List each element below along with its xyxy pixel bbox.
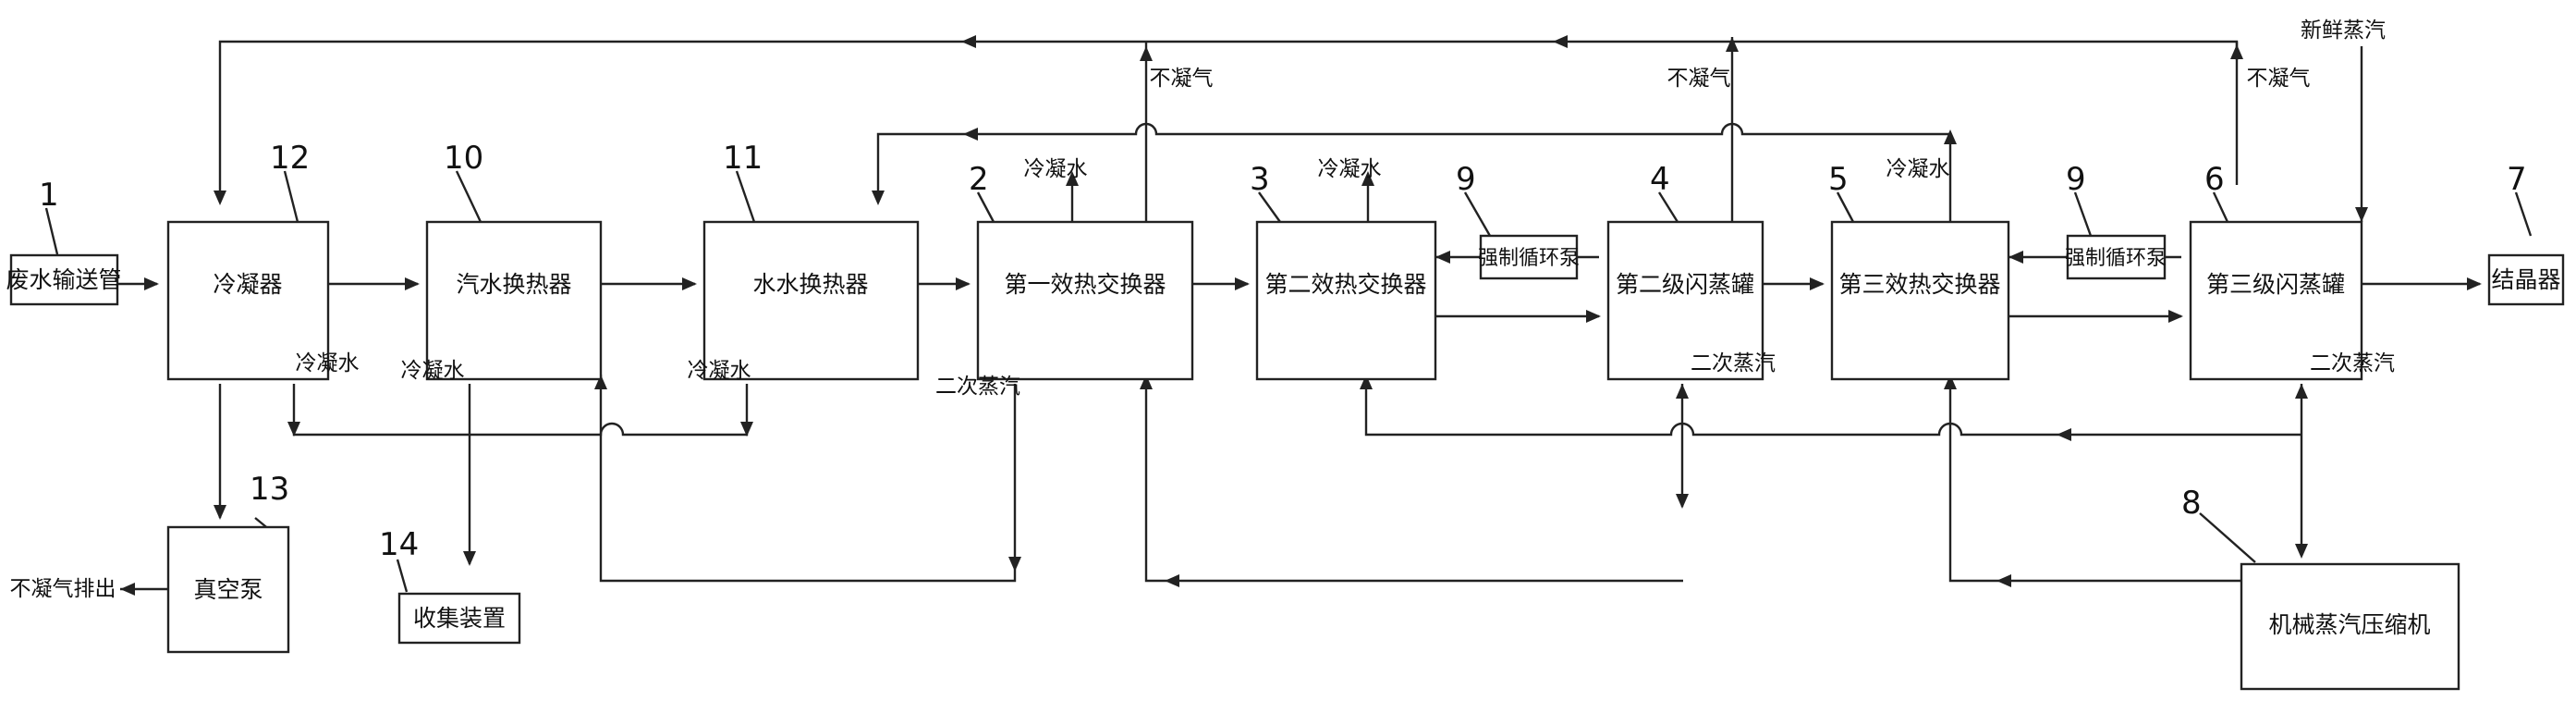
mvr-box: 机械蒸汽压缩机 [2240,562,2460,691]
svg-text:4: 4 [1650,161,1670,198]
number-leaders [44,170,2533,593]
svg-text:1: 1 [39,177,59,214]
vacuum-pump-box: 真空泵 [166,525,290,654]
steam-water-hx-box: 汽水换热器 [425,220,603,381]
svg-text:9: 9 [2066,161,2086,198]
svg-text:新鲜蒸汽: 新鲜蒸汽 [2301,18,2386,43]
svg-text:冷凝水: 冷凝水 [1318,157,1382,181]
svg-text:3: 3 [1250,161,1270,198]
svg-text:12: 12 [270,140,310,177]
svg-text:二次蒸汽: 二次蒸汽 [2310,351,2395,375]
svg-text:冷凝水: 冷凝水 [688,359,751,383]
pump-b-box: 强制循环泵 [2065,234,2167,280]
hx2-box: 第二效热交换器 [1255,220,1437,381]
svg-text:强制循环泵: 强制循环泵 [1478,247,1580,270]
svg-text:不凝气: 不凝气 [1667,67,1731,91]
svg-text:二次蒸汽: 二次蒸汽 [1691,351,1776,375]
svg-text:冷凝水: 冷凝水 [296,351,360,375]
svg-text:冷凝器: 冷凝器 [213,271,282,298]
svg-text:第二效热交换器: 第二效热交换器 [1264,271,1426,298]
svg-text:9: 9 [1456,161,1476,198]
svg-text:第三级闪蒸罐: 第三级闪蒸罐 [2206,271,2345,298]
flow-lines [118,37,2480,591]
pump-a-box: 强制循环泵 [1478,234,1580,280]
svg-text:废水输送管: 废水输送管 [6,266,121,293]
svg-text:8: 8 [2181,485,2202,522]
svg-text:13: 13 [250,471,289,508]
svg-text:不凝气排出: 不凝气排出 [10,577,116,601]
svg-text:结晶器: 结晶器 [2491,266,2560,293]
flow-labels: 新鲜蒸汽 不凝气 不凝气 不凝气 不凝气排出 冷凝水 冷凝水 冷凝水 冷凝水 冷… [10,18,2396,601]
svg-text:14: 14 [379,526,419,563]
flash3-box: 第三级闪蒸罐 [2189,220,2363,381]
svg-text:冷凝水: 冷凝水 [401,359,465,383]
svg-text:强制循环泵: 强制循环泵 [2065,247,2167,270]
equipment: 废水输送管 冷凝器 汽水换热器 水水换热器 第一效热交换器 第二效热交换器 强制… [6,220,2565,691]
svg-text:2: 2 [969,161,989,198]
svg-text:收集装置: 收集装置 [413,605,506,632]
svg-text:不凝气: 不凝气 [2247,67,2311,91]
svg-text:第二级闪蒸罐: 第二级闪蒸罐 [1616,271,1754,298]
svg-text:5: 5 [1828,161,1849,198]
wastewater-pipe-box: 废水输送管 [6,253,122,306]
svg-text:不凝气: 不凝气 [1150,67,1214,91]
svg-text:第三效热交换器: 第三效热交换器 [1838,271,2000,298]
collector-box: 收集装置 [397,592,521,645]
svg-text:第一效热交换器: 第一效热交换器 [1004,271,1166,298]
svg-text:7: 7 [2507,161,2527,198]
svg-text:真空泵: 真空泵 [193,576,262,603]
component-numbers: 1 2 3 4 5 6 7 8 9 9 10 11 12 13 14 [39,140,2527,563]
hx1-box: 第一效热交换器 [976,220,1194,381]
flash2-box: 第二级闪蒸罐 [1606,220,1764,381]
svg-text:6: 6 [2204,161,2225,198]
svg-text:冷凝水: 冷凝水 [1886,157,1950,181]
condenser-box: 冷凝器 [166,220,330,381]
svg-text:11: 11 [723,140,763,177]
svg-text:10: 10 [444,140,483,177]
water-water-hx-box: 水水换热器 [702,220,920,381]
crystallizer-box: 结晶器 [2487,253,2565,306]
svg-text:二次蒸汽: 二次蒸汽 [935,375,1020,399]
svg-text:机械蒸汽压缩机: 机械蒸汽压缩机 [2268,611,2430,638]
hx3-box: 第三效热交换器 [1830,220,2010,381]
svg-text:汽水换热器: 汽水换热器 [456,271,571,298]
arrowheads [120,35,2482,596]
svg-text:水水换热器: 水水换热器 [752,271,868,298]
svg-text:冷凝水: 冷凝水 [1024,157,1088,181]
